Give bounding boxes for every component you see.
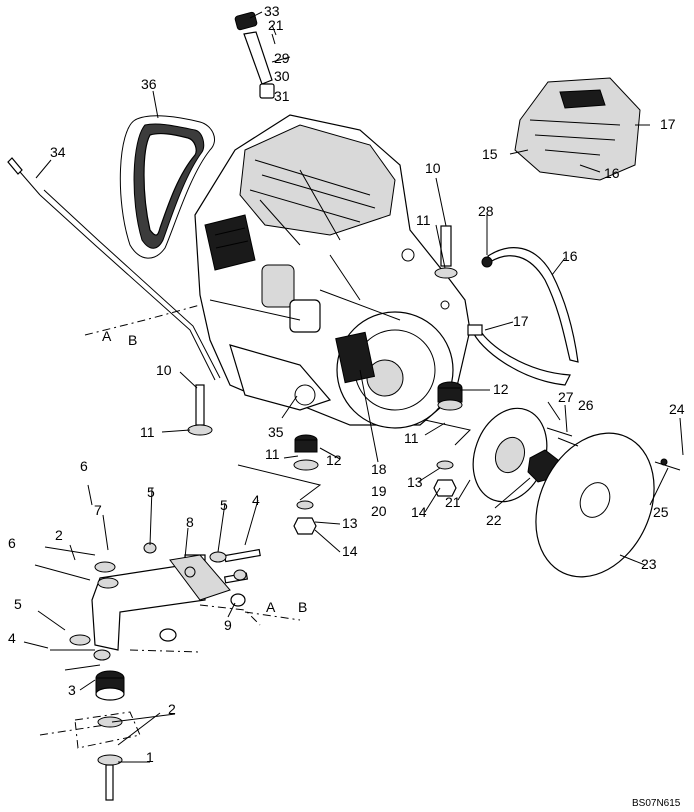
callout-9: 9 xyxy=(224,617,232,633)
callout-35: 35 xyxy=(268,424,284,440)
flywheel-coupling xyxy=(472,407,681,578)
callout-13: 13 xyxy=(407,474,423,490)
callout-14: 14 xyxy=(411,504,427,520)
callout-4: 4 xyxy=(252,492,260,508)
ref-mark-b-lower: B xyxy=(298,599,307,615)
callout-27: 27 xyxy=(558,389,574,405)
callout-5: 5 xyxy=(220,497,228,513)
callout-6: 6 xyxy=(8,535,16,551)
ref-mark-b-upper: B xyxy=(128,332,137,348)
callout-11: 11 xyxy=(404,430,419,446)
callout-16: 16 xyxy=(604,165,620,181)
callout-12: 12 xyxy=(493,381,509,397)
callout-1: 1 xyxy=(146,749,154,765)
callout-19: 19 xyxy=(371,483,387,499)
callout-21: 21 xyxy=(268,17,284,33)
callout-25: 25 xyxy=(653,504,669,520)
callout-4: 4 xyxy=(8,630,16,646)
callout-5: 5 xyxy=(147,484,155,500)
callout-11: 11 xyxy=(416,212,431,228)
callout-29: 29 xyxy=(274,50,290,66)
callout-17: 17 xyxy=(660,116,676,132)
callout-34: 34 xyxy=(50,144,66,160)
callout-2: 2 xyxy=(55,527,63,543)
oil-filler-assembly xyxy=(234,11,276,99)
mount-hardware-right xyxy=(187,225,471,535)
callout-22: 22 xyxy=(486,512,502,528)
callout-31: 31 xyxy=(274,88,290,104)
reference-letters: A B A B xyxy=(102,328,307,615)
leader-lines xyxy=(23,11,684,763)
callouts: 33 21 29 30 31 36 34 17 15 16 10 11 28 1… xyxy=(8,3,685,765)
drive-belt xyxy=(119,115,215,259)
callout-5: 5 xyxy=(14,596,22,612)
callout-26: 26 xyxy=(578,397,594,413)
callout-6: 6 xyxy=(80,458,88,474)
callout-14: 14 xyxy=(342,543,358,559)
dipstick-tube xyxy=(7,157,221,381)
callout-36: 36 xyxy=(141,76,157,92)
ref-mark-a-upper: A xyxy=(102,328,112,344)
callout-3: 3 xyxy=(68,682,76,698)
callout-2: 2 xyxy=(168,701,176,717)
callout-16: 16 xyxy=(562,248,578,264)
callout-24: 24 xyxy=(669,401,685,417)
callout-30: 30 xyxy=(274,68,290,84)
callout-28: 28 xyxy=(478,203,494,219)
inset-detail xyxy=(514,77,641,181)
callout-12: 12 xyxy=(326,452,342,468)
callout-11: 11 xyxy=(140,424,155,440)
mount-bracket xyxy=(34,542,261,801)
drawing-code: BS07N615 xyxy=(632,798,681,809)
ref-mark-a-lower: A xyxy=(266,599,276,615)
callout-10: 10 xyxy=(156,362,172,378)
callout-7: 7 xyxy=(94,502,102,518)
callout-20: 20 xyxy=(371,503,387,519)
callout-8: 8 xyxy=(186,514,194,530)
callout-17: 17 xyxy=(513,313,529,329)
callout-11: 11 xyxy=(265,446,280,462)
callout-23: 23 xyxy=(641,556,657,572)
callout-13: 13 xyxy=(342,515,358,531)
callout-18: 18 xyxy=(371,461,387,477)
callout-10: 10 xyxy=(425,160,441,176)
coolant-hose xyxy=(467,247,579,386)
callout-21: 21 xyxy=(445,494,461,510)
reference-lines xyxy=(84,304,301,621)
callout-33: 33 xyxy=(264,3,280,19)
callout-15: 15 xyxy=(482,146,498,162)
